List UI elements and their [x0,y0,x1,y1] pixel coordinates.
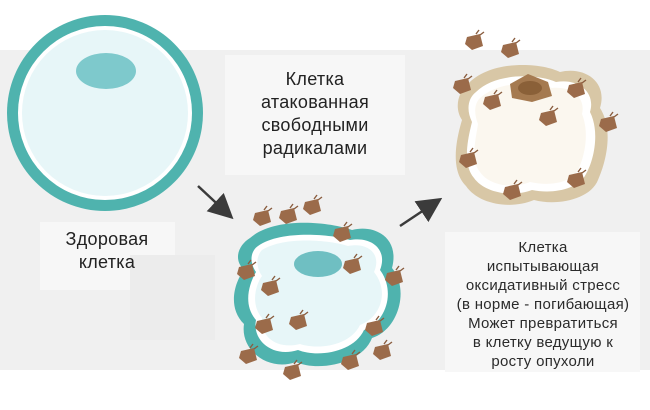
stressed-label-line-3: оксидативный стресс [465,277,621,294]
attacked-label-line-2: атакованная [260,92,370,112]
label-panel-shadow [130,255,215,340]
stressed-label-line-2: испытывающая [486,258,600,275]
attacked-cell-label: Клетка атакованная свободными радикалами [232,68,398,160]
label-panel-attacked [225,55,405,175]
attacked-label-line-4: радикалами [262,138,368,158]
stressed-label-line-5: Может превратиться [468,315,618,332]
arrow-attacked-to-stressed [399,197,443,228]
healthy-label-line-2: клетка [78,252,136,272]
label-panel-stressed [445,232,640,372]
stressed-cell [452,29,619,205]
healthy-label-line-1: Здоровая [65,229,149,249]
stressed-label-line-1: Клетка [518,239,568,256]
stressed-label-line-6: в клетку ведущую к [472,334,614,351]
arrow-healthy-to-attacked [197,185,234,220]
healthy-cell [7,15,203,211]
healthy-cell-label: Здоровая клетка [46,228,168,274]
attacked-cell [233,194,405,381]
stressed-cell-label: Клетка испытывающая оксидативный стресс … [448,238,638,371]
attacked-label-line-3: свободными [261,115,369,135]
stressed-label-line-4: (в норме - погибающая) [456,296,630,313]
attacked-label-line-1: Клетка [285,69,345,89]
stressed-label-line-7: росту опухоли [491,353,595,370]
healthy-nucleus [76,53,136,89]
attacked-nucleus [294,251,342,277]
